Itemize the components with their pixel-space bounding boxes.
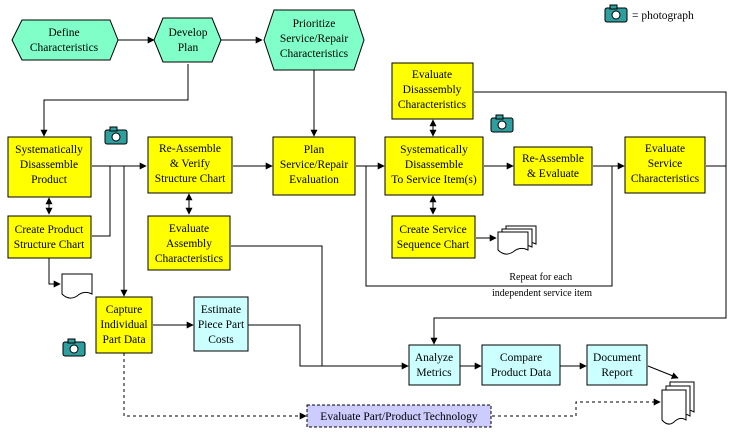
camera-icon-legend xyxy=(604,4,628,23)
node-evaluate-technology[interactable]: Evaluate Part/Product Technology xyxy=(306,404,492,428)
svg-text:Re-Assemble& Evaluate: Re-Assemble& Evaluate xyxy=(522,153,584,180)
camera-icon xyxy=(104,126,128,145)
camera-icon xyxy=(62,338,86,357)
camera-icon xyxy=(490,114,514,133)
document-stack-icon xyxy=(61,273,93,299)
legend-label: = photograph xyxy=(632,10,694,22)
connectors xyxy=(40,36,727,420)
document-stack-icon-service xyxy=(497,225,537,255)
svg-text:Evaluate Part/Product Technolo: Evaluate Part/Product Technology xyxy=(320,411,478,423)
node-reassemble-evaluate[interactable]: Re-Assemble& Evaluate xyxy=(513,146,593,186)
repeat-note: Repeat for each independent service item xyxy=(492,272,592,299)
document-stack-icon-report xyxy=(661,381,695,425)
